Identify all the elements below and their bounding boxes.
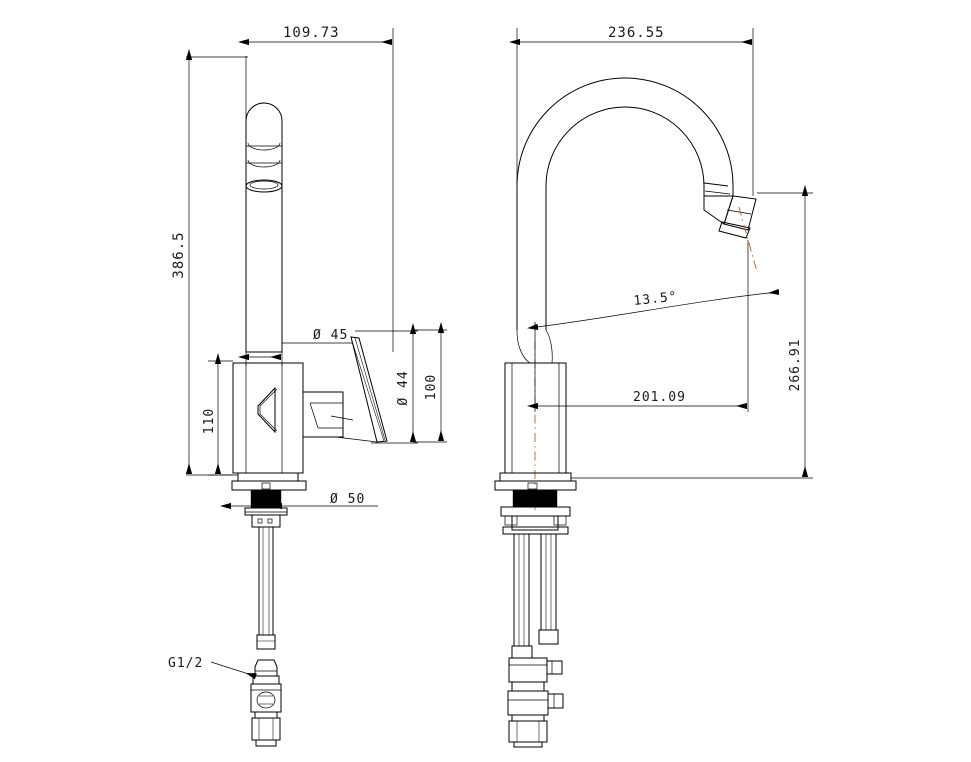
dim-label-overall-width: 236.55 bbox=[608, 25, 665, 41]
dim-width-top: 109.73 bbox=[238, 25, 394, 352]
outlet-centerline bbox=[738, 206, 758, 273]
right-gooseneck bbox=[516, 77, 757, 330]
dim-label-spout-reach: 201.09 bbox=[633, 390, 686, 405]
dim-spout-diameter: Ø 45 bbox=[238, 328, 352, 366]
dim-label-base-diameter: Ø 50 bbox=[330, 492, 365, 507]
dim-label-handle-height: 100 bbox=[424, 374, 439, 400]
dim-label-spout-height: 266.91 bbox=[788, 339, 803, 392]
left-body bbox=[232, 362, 344, 474]
callout-thread-g12: G1/2 bbox=[168, 656, 257, 680]
dim-handle-diameter: Ø 44 bbox=[355, 323, 418, 444]
right-deck-flange bbox=[494, 472, 577, 535]
dim-label-overall-height: 386.5 bbox=[171, 231, 187, 278]
right-shank-tubes bbox=[511, 533, 559, 659]
left-shank-tube bbox=[256, 526, 276, 650]
dim-spout-reach: 201.09 bbox=[527, 240, 749, 412]
dim-label-handle-diameter: Ø 44 bbox=[396, 370, 411, 405]
dim-overall-height: 386.5 bbox=[171, 49, 248, 476]
left-view-dimensions: 109.73 386.5 110 Ø 45 bbox=[168, 25, 447, 680]
dim-overall-width: 236.55 bbox=[509, 25, 754, 196]
callout-label-thread-g12: G1/2 bbox=[168, 656, 203, 671]
left-handle-lever bbox=[330, 336, 388, 443]
left-view-geometry bbox=[231, 102, 388, 747]
right-body bbox=[504, 322, 567, 510]
dim-label-width-top: 109.73 bbox=[283, 25, 340, 41]
dim-base-diameter: Ø 50 bbox=[220, 492, 378, 510]
left-deck-flange bbox=[231, 472, 307, 528]
right-view-dimensions: 236.55 266.91 201.09 13.5° bbox=[509, 25, 813, 479]
dim-label-spout-diameter: Ø 45 bbox=[313, 328, 348, 343]
dim-label-outlet-angle: 13.5° bbox=[633, 289, 678, 309]
dim-label-body-height: 110 bbox=[202, 408, 217, 434]
right-view-geometry bbox=[494, 77, 758, 748]
right-bottom-connectors bbox=[507, 657, 564, 748]
dim-body-height: 110 bbox=[202, 353, 233, 476]
dim-outlet-angle: 13.5° bbox=[527, 288, 780, 330]
left-bottom-connector bbox=[250, 659, 282, 747]
dim-spout-height: 266.91 bbox=[571, 185, 813, 479]
dim-handle-height: 100 bbox=[413, 322, 447, 443]
left-spout-column bbox=[245, 102, 283, 353]
